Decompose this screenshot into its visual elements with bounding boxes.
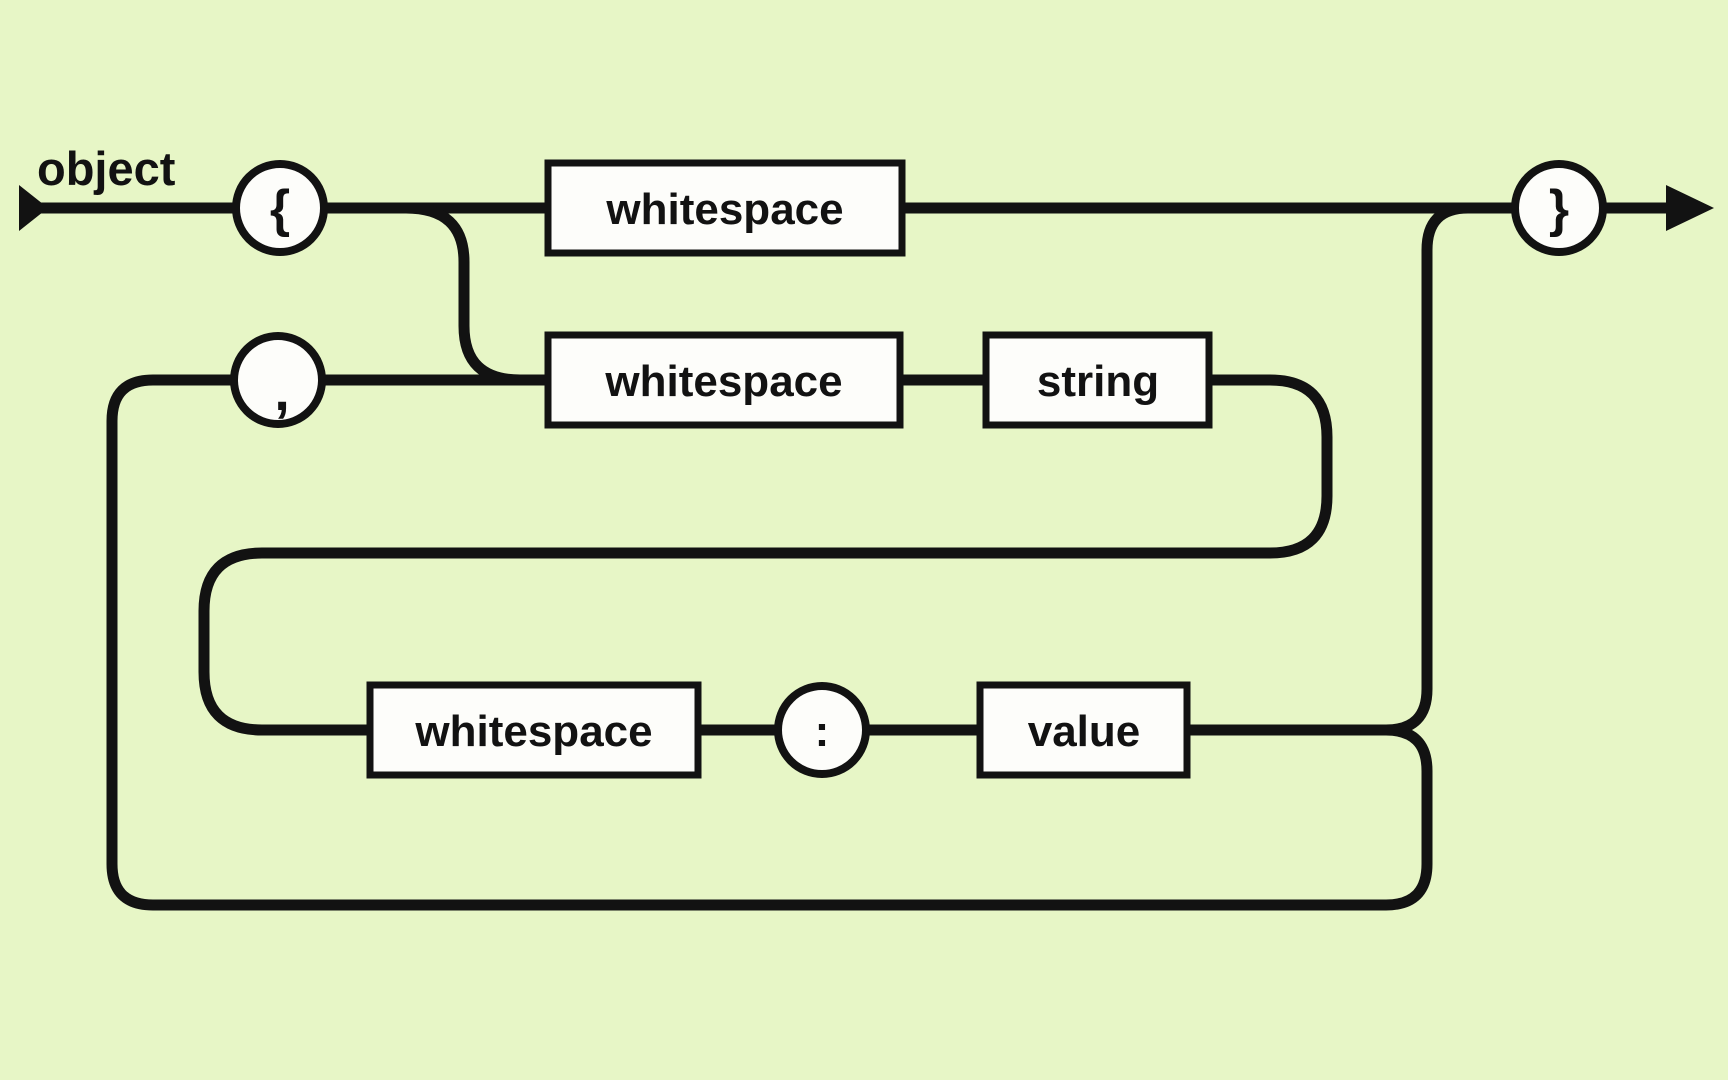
terminal-open-brace-label: { xyxy=(270,180,290,238)
rule-whitespace-bottom xyxy=(366,681,702,779)
terminal-close-brace-circle xyxy=(1511,160,1607,256)
terminal-colon-label: : xyxy=(815,707,830,756)
terminal-comma-label: , xyxy=(274,359,290,422)
terminal-close-brace-label: } xyxy=(1549,180,1569,238)
exit-arrowhead-icon xyxy=(1666,185,1714,231)
rule-value xyxy=(976,681,1191,779)
rule-string-box xyxy=(982,331,1213,429)
rule-whitespace-middle-label: whitespace xyxy=(604,357,842,406)
rule-whitespace-middle-box xyxy=(544,331,904,429)
terminal-open-brace-circle xyxy=(232,160,328,256)
rule-whitespace-top-box xyxy=(544,159,906,257)
rule-whitespace-middle xyxy=(544,331,904,429)
rule-boxes xyxy=(366,159,1213,779)
arrowheads xyxy=(19,185,1714,231)
entry-arrowhead-icon xyxy=(19,185,48,231)
track-merge-up xyxy=(1385,202,1469,736)
track-comma-loop xyxy=(106,374,1433,911)
rule-value-box xyxy=(976,681,1191,779)
rule-value-label: value xyxy=(1028,707,1141,756)
rule-whitespace-top xyxy=(544,159,906,257)
track-middle-return-line xyxy=(198,374,1386,736)
rule-whitespace-bottom-label: whitespace xyxy=(414,707,652,756)
diagram-title: object xyxy=(37,142,176,195)
rule-string xyxy=(982,331,1213,429)
terminal-circles xyxy=(230,160,1607,778)
rule-string-label: string xyxy=(1037,357,1159,406)
rule-whitespace-top-label: whitespace xyxy=(605,185,843,234)
terminal-comma-circle xyxy=(230,332,326,428)
diagram-labels: object whitespace whitespace string whit… xyxy=(37,142,1569,756)
rule-whitespace-bottom-box xyxy=(366,681,702,779)
terminal-colon-circle xyxy=(774,682,870,778)
